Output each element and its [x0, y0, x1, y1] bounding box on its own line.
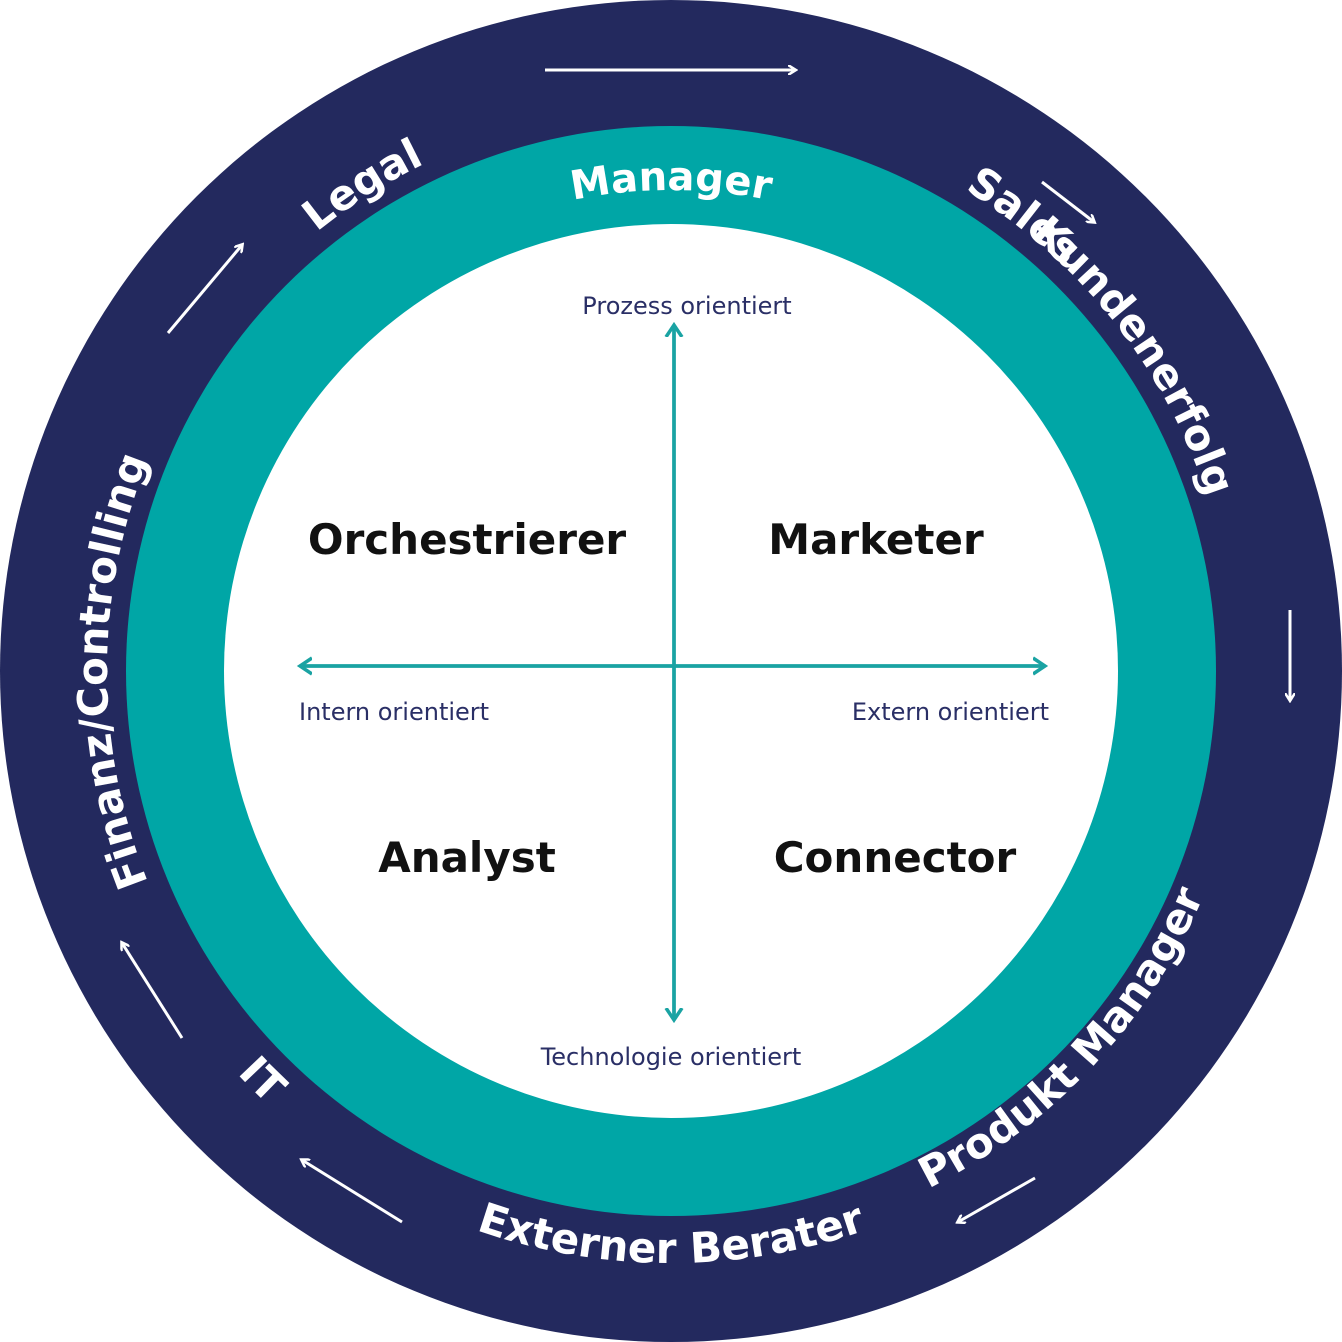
arrow-up-icon: [122, 943, 184, 1039]
quadrant-top-left: Orchestrierer: [308, 515, 627, 564]
axis-label-bottom: Technologie orientiert: [540, 1043, 802, 1071]
quadrant-bottom-right: Connector: [774, 833, 1017, 882]
axis-label-right: Extern orientiert: [852, 698, 1049, 726]
quadrant-top-right: Marketer: [768, 515, 984, 564]
quadrant-bottom-left: Analyst: [378, 833, 556, 882]
inner-circle: [224, 224, 1118, 1118]
flow-arrows: [122, 70, 1290, 1222]
axes: [300, 325, 1045, 1020]
arrow-up-icon: [166, 245, 242, 334]
arrow-left-icon: [302, 1160, 403, 1224]
arrow-left-icon: [958, 1176, 1036, 1222]
axis-label-left: Intern orientiert: [299, 698, 489, 726]
arrow-right-icon: [1041, 180, 1094, 222]
axis-label-top: Prozess orientiert: [582, 292, 791, 320]
